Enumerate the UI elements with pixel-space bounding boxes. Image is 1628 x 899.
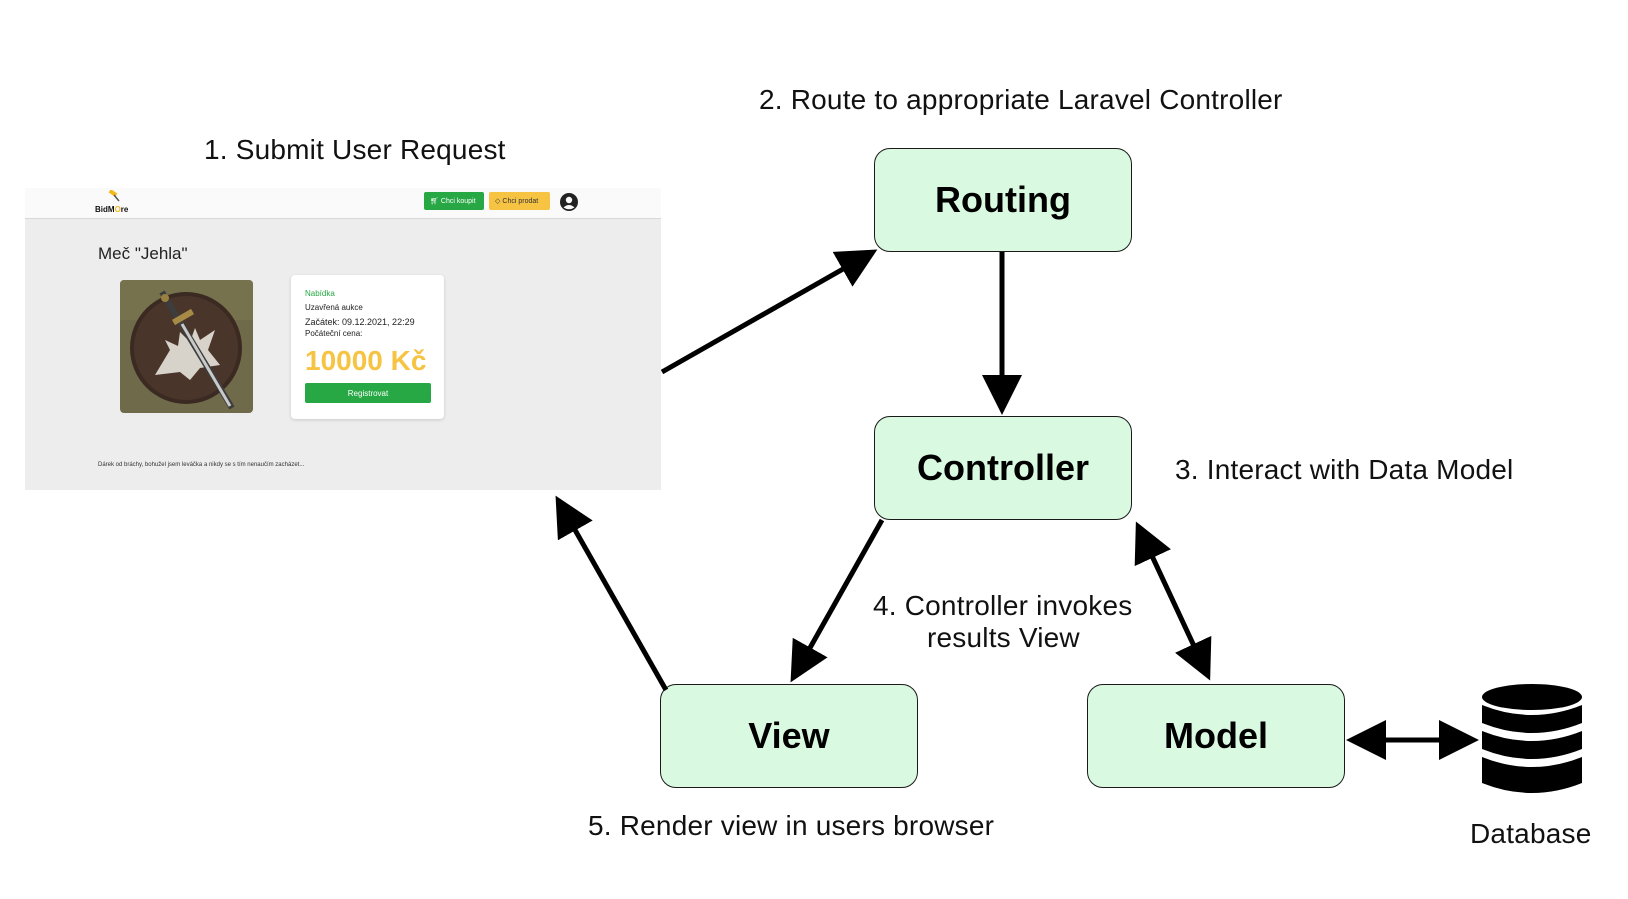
item-title: Meč "Jehla" bbox=[98, 244, 188, 263]
step-5-label: 5. Render view in users browser bbox=[588, 810, 995, 841]
sell-button-label: Chci prodat bbox=[502, 197, 539, 205]
app-navbar: BidMOre 🛒︎ Chci koupit ◇ Chci prodat bbox=[25, 188, 661, 219]
arrow-controller-model bbox=[1134, 521, 1212, 681]
auction-start: Začátek: 09.12.2021, 22:29 bbox=[305, 317, 415, 327]
auction-card: Nabídka Uzavřená aukce Začátek: 09.12.20… bbox=[291, 275, 444, 419]
step-3-label: 3. Interact with Data Model bbox=[1175, 454, 1514, 485]
item-photo bbox=[120, 280, 253, 413]
buy-button-label: Chci koupit bbox=[440, 197, 476, 205]
item-description: Dárek od bráchy, bohužel jsem leváčka a … bbox=[98, 462, 305, 468]
register-button[interactable]: Registrovat bbox=[305, 383, 431, 403]
routing-node: Routing bbox=[874, 148, 1132, 252]
app-logo-text: BidMOre bbox=[95, 205, 129, 214]
sell-button[interactable]: ◇ Chci prodat bbox=[489, 192, 550, 210]
model-node: Model bbox=[1087, 684, 1345, 788]
controller-node: Controller bbox=[874, 416, 1132, 520]
cart-icon: 🛒︎ bbox=[430, 198, 439, 205]
price-label: Počáteční cena: bbox=[305, 329, 363, 338]
offer-label: Nabídka bbox=[305, 289, 335, 298]
auction-status: Uzavřená aukce bbox=[305, 303, 363, 312]
step-4-label-line1: 4. Controller invokes bbox=[873, 590, 1133, 621]
buy-button[interactable]: 🛒︎ Chci koupit bbox=[424, 192, 484, 210]
step-2-label: 2. Route to appropriate Laravel Controll… bbox=[759, 84, 1283, 115]
tag-icon: ◇ bbox=[495, 198, 501, 205]
price-value: 10000 Kč bbox=[305, 345, 427, 376]
database-label: Database bbox=[1470, 818, 1592, 849]
step-4-label-line2: results View bbox=[927, 622, 1080, 653]
gavel-icon bbox=[108, 190, 120, 202]
routing-node-label: Routing bbox=[935, 179, 1071, 220]
view-node-label: View bbox=[748, 715, 830, 756]
app-screenshot: BidMOre 🛒︎ Chci koupit ◇ Chci prodat Meč… bbox=[25, 188, 661, 490]
model-node-label: Model bbox=[1164, 715, 1268, 756]
arrow-view-to-browser bbox=[555, 495, 669, 692]
arrow-controller-to-view bbox=[790, 518, 885, 683]
app-logo[interactable]: BidMOre bbox=[95, 190, 135, 214]
view-node: View bbox=[660, 684, 918, 788]
step-1-label: 1. Submit User Request bbox=[204, 134, 506, 165]
controller-node-label: Controller bbox=[916, 447, 1089, 488]
arrow-request-to-routing bbox=[660, 249, 878, 375]
user-avatar-icon[interactable] bbox=[560, 193, 578, 211]
database-icon bbox=[1482, 684, 1582, 793]
